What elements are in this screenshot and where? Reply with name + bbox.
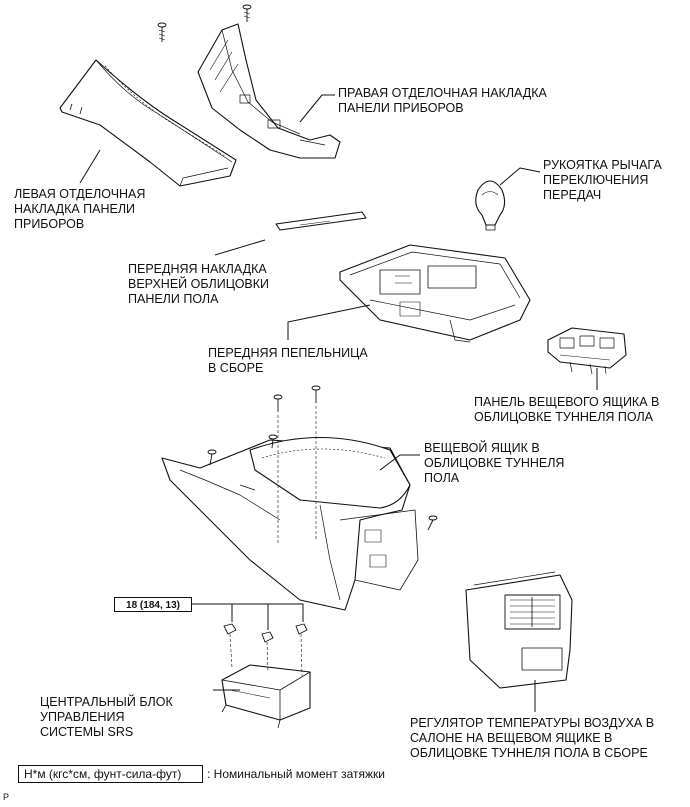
nut-srs-3 [295, 623, 308, 677]
leader-lines [79, 94, 598, 712]
console-panel-part [547, 327, 627, 375]
label-right-trim: ПРАВАЯ ОТДЕЛОЧНАЯ НАКЛАДКА ПАНЕЛИ ПРИБОР… [338, 86, 547, 115]
srs-unit-part [221, 664, 311, 729]
label-air-regulator: РЕГУЛЯТОР ТЕМПЕРАТУРЫ ВОЗДУХА В САЛОНЕ Н… [410, 716, 655, 760]
label-console-box: ВЕЩЕВОЙ ЯЩИК В ОБЛИЦОВКЕ ТУННЕЛЯ ПОЛА [424, 441, 565, 485]
label-front-cover: ПЕРЕДНЯЯ НАКЛАДКА ВЕРХНЕЙ ОБЛИЦОВКИ ПАНЕ… [128, 262, 270, 306]
nut-srs-2 [261, 631, 274, 673]
screw-top-1 [157, 22, 167, 42]
screw-console-2 [311, 385, 321, 540]
screw-console-5 [427, 515, 438, 531]
front-cover-strip [275, 211, 367, 231]
label-ashtray: ПЕРЕДНЯЯ ПЕПЕЛЬНИЦА В СБОРЕ [208, 346, 368, 375]
page-mark: P [3, 792, 10, 802]
label-left-trim: ЛЕВАЯ ОТДЕЛОЧНАЯ НАКЛАДКА ПАНЕЛИ ПРИБОРО… [14, 187, 146, 231]
air-regulator-part [465, 571, 573, 689]
torque-spec-box: 18 (184, 13) [114, 597, 192, 612]
console-box-part [161, 437, 419, 611]
label-console-panel: ПАНЕЛЬ ВЕЩЕВОГО ЯЩИКА В ОБЛИЦОВКЕ ТУННЕЛ… [474, 395, 660, 424]
left-trim-part [59, 59, 237, 187]
ashtray-part [339, 244, 531, 343]
label-srs-unit: ЦЕНТРАЛЬНЫЙ БЛОК УПРАВЛЕНИЯ СИСТЕМЫ SRS [40, 695, 173, 739]
legend-unit-box: Н*м (кгс*см, фунт-сила-фут) [18, 765, 203, 783]
legend-description: : Номинальный момент затяжки [207, 767, 385, 781]
screw-console-4 [268, 434, 278, 449]
shift-knob-part [475, 180, 506, 231]
right-trim-part [197, 23, 341, 159]
screw-top-2 [242, 4, 252, 22]
nut-srs-1 [223, 623, 237, 669]
screw-console-1 [273, 394, 283, 545]
screw-console-3 [207, 449, 217, 466]
label-shift-knob: РУКОЯТКА РЫЧАГА ПЕРЕКЛЮЧЕНИЯ ПЕРЕДАЧ [543, 158, 662, 202]
